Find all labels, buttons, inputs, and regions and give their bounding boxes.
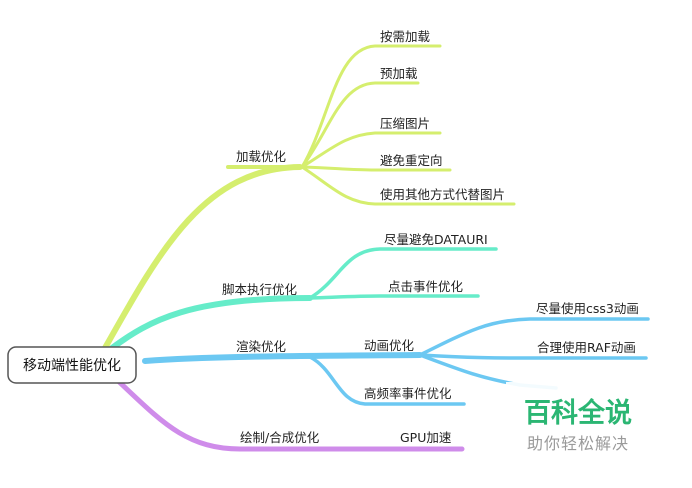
connector-render-anim-1 (418, 317, 650, 357)
node-script-click[interactable]: 点击事件优化 (388, 279, 464, 294)
watermark-title: 百科全说 (524, 397, 632, 429)
connector-loading-4 (300, 165, 452, 172)
node-paint[interactable]: 绘制/合成优化 (240, 430, 320, 445)
connector-root-loading (102, 164, 303, 351)
connector-loading-2 (300, 81, 420, 169)
node-render-animation[interactable]: 动画优化 (364, 338, 415, 353)
watermark: 百科全说 助你轻松解决 (506, 382, 648, 458)
node-render-css3[interactable]: 尽量使用css3动画 (536, 301, 639, 316)
connector-loading-1 (300, 44, 442, 169)
node-render[interactable]: 渲染优化 (236, 339, 287, 354)
connector-loading-3 (300, 131, 442, 169)
node-loading[interactable]: 加载优化 (236, 149, 287, 164)
node-script[interactable]: 脚本执行优化 (222, 282, 298, 297)
node-loading-compress[interactable]: 压缩图片 (380, 116, 430, 131)
connector-script-1 (308, 247, 498, 300)
branch-loading (102, 44, 516, 351)
branch-script (109, 247, 498, 351)
root-node[interactable]: 移动端性能优化 (7, 346, 137, 384)
node-script-datauri[interactable]: 尽量避免DATAURI (384, 232, 488, 247)
connector-loading-5 (300, 165, 516, 206)
connector-root-script (109, 295, 313, 351)
watermark-subtitle: 助你轻松解决 (527, 434, 629, 453)
connector-root-paint (112, 375, 465, 452)
node-paint-gpu[interactable]: GPU加速 (400, 430, 452, 445)
root-label: 移动端性能优化 (23, 358, 121, 374)
node-loading-preload[interactable]: 预加载 (380, 66, 418, 81)
connector-render-anim-2 (418, 353, 648, 360)
branch-paint (112, 375, 465, 452)
node-loading-redirect[interactable]: 避免重定向 (380, 153, 443, 168)
node-render-high-frequency[interactable]: 高频率事件优化 (364, 386, 452, 401)
node-render-raf[interactable]: 合理使用RAF动画 (537, 340, 636, 355)
connector-script-2 (308, 294, 480, 300)
connector-root-render (142, 352, 423, 364)
connector-render-freq (308, 355, 466, 406)
node-loading-on-demand[interactable]: 按需加载 (380, 29, 431, 44)
node-loading-replace-images[interactable]: 使用其他方式代替图片 (380, 187, 505, 202)
